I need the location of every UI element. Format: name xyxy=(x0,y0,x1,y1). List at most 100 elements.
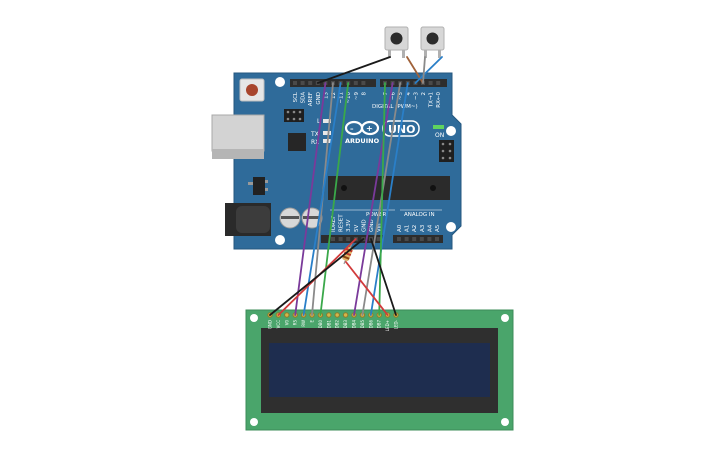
lcd-pin-header[interactable] xyxy=(267,312,399,318)
pin-8[interactable] xyxy=(361,81,366,85)
wire-button1-to-gnd[interactable] xyxy=(316,56,391,84)
lcd-pin-label: LED+ xyxy=(385,320,390,331)
pin-sda[interactable] xyxy=(300,81,305,85)
on-label: ON xyxy=(435,132,444,139)
lcd-pin-db1[interactable] xyxy=(326,312,332,318)
pin-3-3v[interactable] xyxy=(346,237,351,241)
pin-label: ~9 xyxy=(354,92,360,101)
pin-tx-1[interactable] xyxy=(428,81,433,85)
pin-rx-0[interactable] xyxy=(436,81,441,85)
l-led xyxy=(323,119,331,123)
push-button-2[interactable] xyxy=(420,26,445,58)
wire-lcd-db7[interactable] xyxy=(378,82,386,316)
wire-lcd-db4[interactable] xyxy=(353,82,394,316)
wire-lcd-gnd[interactable] xyxy=(269,238,365,316)
rx-label: RX xyxy=(311,139,319,146)
pin-vin[interactable] xyxy=(376,237,381,241)
lcd-pin-label: V0 xyxy=(284,320,289,326)
pin-label: A3 xyxy=(420,224,426,232)
pin-label: ~6 xyxy=(391,92,397,101)
lcd-pin-db3[interactable] xyxy=(342,312,349,318)
pin-label: 12 xyxy=(331,92,337,99)
wire-lcd-rs-to-d13[interactable] xyxy=(294,82,327,316)
lcd-pin-v0[interactable] xyxy=(284,312,290,318)
pin-label: RX←0 xyxy=(436,92,442,108)
pin-label: ~5 xyxy=(398,92,404,101)
tx-label: TX xyxy=(310,131,319,138)
wire-lcd-rw[interactable] xyxy=(302,82,342,316)
pin-label: 5V xyxy=(354,225,360,232)
svg-text:+: + xyxy=(366,124,373,133)
wire-lcd-db6[interactable] xyxy=(369,82,409,316)
on-led xyxy=(433,125,444,129)
pin-a4[interactable] xyxy=(427,237,432,241)
digital-label: DIGITAL (PWM~) xyxy=(372,104,418,110)
pin-aref[interactable] xyxy=(308,81,313,85)
pin-a5[interactable] xyxy=(435,237,439,241)
mount-hole xyxy=(250,418,258,426)
l-label: L xyxy=(317,118,321,125)
lcd-pin-label: DB3 xyxy=(343,320,348,329)
lcd-pin-label: DB2 xyxy=(335,320,340,329)
pin-label: SDA xyxy=(301,92,307,104)
pin-label: A1 xyxy=(405,225,411,232)
mount-hole xyxy=(501,314,509,322)
lcd-pin-label: RS xyxy=(293,320,298,326)
pin-label: ~3 xyxy=(413,92,419,101)
lcd-pin-label: GND xyxy=(268,320,273,329)
svg-text:–: – xyxy=(350,125,354,133)
capacitor xyxy=(279,207,301,229)
pin-label: 13 xyxy=(323,92,329,99)
lcd-screen xyxy=(269,343,490,397)
reset-button[interactable] xyxy=(239,78,265,102)
pin-a2[interactable] xyxy=(412,237,417,241)
push-button-1[interactable] xyxy=(384,26,409,58)
voltage-regulator xyxy=(248,177,268,195)
lcd-pin-label: DB7 xyxy=(377,320,382,329)
mount-hole xyxy=(501,418,509,426)
usb-chip xyxy=(288,133,306,151)
pin-label: A5 xyxy=(435,224,441,232)
pin-9[interactable] xyxy=(353,81,358,85)
pin-label: 3.3V xyxy=(346,219,352,232)
wire-lcd-led-minus-to-gnd[interactable] xyxy=(370,238,397,316)
pin-label: 4 xyxy=(406,92,412,96)
icsp-header-usb xyxy=(284,109,304,122)
lcd-pin-label: DB6 xyxy=(368,320,373,329)
mount-hole xyxy=(275,77,285,87)
pin-label: AREF xyxy=(308,92,314,106)
wires[interactable] xyxy=(269,56,443,316)
tx-led xyxy=(323,131,331,135)
pin-label: A2 xyxy=(412,225,418,232)
header-power xyxy=(321,235,383,243)
mount-hole xyxy=(446,126,456,136)
lcd-pin-db2[interactable] xyxy=(334,312,340,318)
wire-button2-to-d2[interactable] xyxy=(422,56,426,84)
pin-a3[interactable] xyxy=(419,237,424,241)
pin-a1[interactable] xyxy=(404,237,409,241)
pin-label: Vin xyxy=(377,223,383,232)
pin-reset[interactable] xyxy=(338,237,343,241)
lcd-pin-label: DB5 xyxy=(360,320,365,329)
pin-scl[interactable] xyxy=(293,81,297,85)
wire-lcd-led-to-resistor[interactable] xyxy=(345,261,389,316)
pin-label: GND xyxy=(361,219,367,232)
wire-lcd-db0[interactable] xyxy=(319,82,350,316)
mount-hole xyxy=(446,222,456,232)
brand-label: ARDUINO xyxy=(345,137,380,145)
pin-label: GND xyxy=(369,219,375,232)
lcd-pin-label: DB4 xyxy=(352,320,357,329)
pin-a0[interactable] xyxy=(397,237,401,241)
wire-button2-to-d3[interactable] xyxy=(414,56,443,84)
pin-label: 2 xyxy=(421,92,427,96)
pin-label: A0 xyxy=(397,224,403,232)
pin-ioref[interactable] xyxy=(331,237,335,241)
lcd-pin-label: LED- xyxy=(394,319,399,329)
pin-label: ~11 xyxy=(339,92,345,104)
pin-label: GND xyxy=(316,92,322,105)
